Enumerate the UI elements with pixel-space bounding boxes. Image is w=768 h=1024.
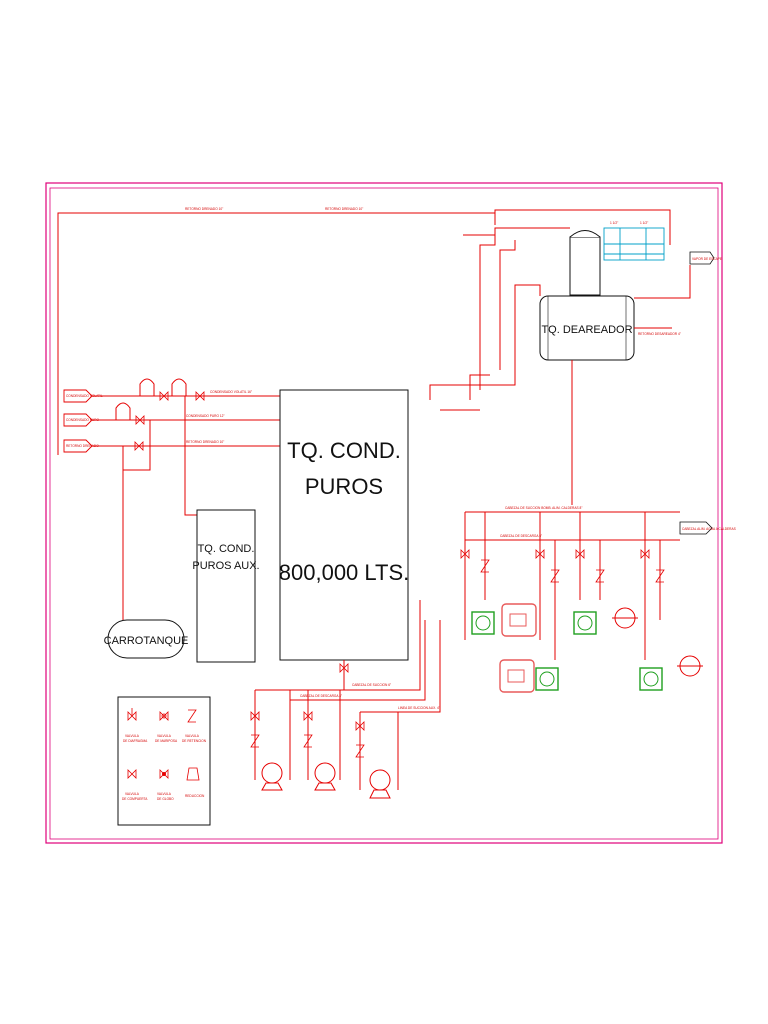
boiler-outlet-arrow-icon <box>679 521 713 535</box>
check-valve-icon <box>595 569 605 583</box>
vent-label-1: 1 1/2" <box>610 221 618 225</box>
check-valve-icon <box>480 559 490 573</box>
diaphragm-valve-icon <box>127 708 137 721</box>
cond-puro-label: CONDENSADO PURO 12" <box>186 414 225 418</box>
truck-tank: CARROTANQUE <box>104 619 189 659</box>
feed-pump-2 <box>499 659 559 693</box>
gate-valve-icon <box>303 711 313 721</box>
recirc-label: RETORNO DESAREADOR 4" <box>638 332 681 336</box>
main-tank-line1: TQ. COND. <box>287 438 401 463</box>
boiler-feed-header <box>464 511 680 660</box>
transfer-pump-valves <box>250 663 365 758</box>
check-valve-icon <box>187 709 197 723</box>
globe-valve-icon <box>159 769 169 779</box>
inlet-arrows: CONDENSADO VOLATIL CONDENSADO PURO RETOR… <box>63 389 103 453</box>
gate-valve-icon <box>460 549 470 559</box>
transfer-pump-1 <box>261 762 283 791</box>
legend-label: VALVULA <box>125 792 140 796</box>
steam-manifold <box>603 227 665 261</box>
top-return-label-right: RETORNO DRENADO 10" <box>325 207 363 211</box>
aux-tank-line2: PUROS AUX. <box>192 560 259 572</box>
steam-in-label: VAPOR DE ESCAPE <box>692 257 722 261</box>
legend-label: REDUCCION <box>185 794 205 798</box>
inlet-label: CONDENSADO VOLATIL <box>66 394 103 398</box>
suction-header-label: CABEZAL DE SUCCION 6" <box>352 683 391 687</box>
check-valve-icon <box>355 744 365 758</box>
cond-vol-label: CONDENSADO VOLATIL 16" <box>210 390 252 394</box>
inlet-arrow-icon <box>63 413 93 427</box>
feed-pump-valves <box>460 549 665 583</box>
legend-label: VALVULA <box>185 734 200 738</box>
retorno-label: RETORNO DRENADO 10" <box>186 440 224 444</box>
aux-condensate-tank: TQ. COND. PUROS AUX. <box>192 509 260 663</box>
legend-label: VALVULA <box>125 734 140 738</box>
gate-valve-icon <box>250 711 260 721</box>
check-valve-icon <box>655 569 665 583</box>
deaerator-tank: TQ. DEAREADOR <box>539 230 635 361</box>
main-condensate-tank: TQ. COND. PUROS 800,000 LTS. <box>279 389 409 661</box>
feed-pump-3 <box>573 607 638 635</box>
legend-label: DE COMPUERTA <box>122 797 148 801</box>
inlet-label: CONDENSADO PURO <box>66 418 99 422</box>
transfer-pump-3 <box>369 769 391 799</box>
butterfly-valve-icon <box>159 711 169 721</box>
gate-valve-icon <box>640 549 650 559</box>
truck-tank-label: CARROTANQUE <box>104 635 189 647</box>
reducer-icon <box>186 767 200 781</box>
vent-label-2: 1 1/2" <box>640 221 648 225</box>
transfer-pump-pipes <box>254 600 441 790</box>
aux-tank-line1: TQ. COND. <box>198 543 255 555</box>
steam-inlet-arrow-icon <box>689 251 715 265</box>
gate-valve-icon <box>127 769 137 779</box>
legend: VALVULA DE DIAFRAGMA VALVULA DE MARIPOSA… <box>117 696 211 826</box>
gate-valve-icon <box>135 415 145 425</box>
legend-label: DE DIAFRAGMA <box>123 739 148 743</box>
gate-valve-icon <box>355 721 365 731</box>
main-tank-line3: 800,000 LTS. <box>279 560 409 585</box>
discharge-header-label: CABEZAL DE DESCARGA 4" <box>300 694 342 698</box>
main-tank-line2: PUROS <box>305 474 383 499</box>
gate-valve-icon <box>159 391 169 401</box>
check-valve-icon <box>250 734 260 748</box>
boiler-out-label: CABEZAL ALIM. AGUA A CALDERAS <box>682 527 736 531</box>
check-valve-icon <box>550 569 560 583</box>
inlet-arrow-icon <box>63 439 93 453</box>
deaerator-header-label: CABEZAL DE SUCCION BOMB. ALIM. CALDERAS … <box>505 506 582 510</box>
gate-valve-icon <box>339 663 349 673</box>
top-return-label-left: RETORNO DRENADO 10" <box>185 207 223 211</box>
suction-aux-label: LINEA DE SUCCION AUX. 4" <box>398 706 440 710</box>
gate-valve-icon <box>535 549 545 559</box>
inlet-label: RETORNO DRENADO <box>66 444 99 448</box>
inlet-valves <box>134 391 205 451</box>
check-valve-icon <box>303 734 313 748</box>
legend-label: DE RETENCION <box>182 739 207 743</box>
legend-label: VALVULA <box>157 792 172 796</box>
feed-pump-1 <box>471 603 537 637</box>
transfer-pump-2 <box>314 762 336 791</box>
deaerator-label: TQ. DEAREADOR <box>541 324 632 336</box>
legend-label: DE MARIPOSA <box>155 739 178 743</box>
inlet-pipes <box>92 378 280 620</box>
gate-valve-icon <box>575 549 585 559</box>
drawing-frame <box>45 182 723 844</box>
feed-pump-4 <box>639 655 703 691</box>
top-return-pipes <box>57 209 671 455</box>
feed-header-label: CABEZAL DE DESCARGA 6" <box>500 534 542 538</box>
inlet-arrow-icon <box>63 389 93 403</box>
gate-valve-icon <box>195 391 205 401</box>
deaerator-pipes <box>429 227 691 505</box>
legend-label: DE GLOBO <box>157 797 174 801</box>
legend-label: VALVULA <box>157 734 172 738</box>
gate-valve-icon <box>134 441 144 451</box>
